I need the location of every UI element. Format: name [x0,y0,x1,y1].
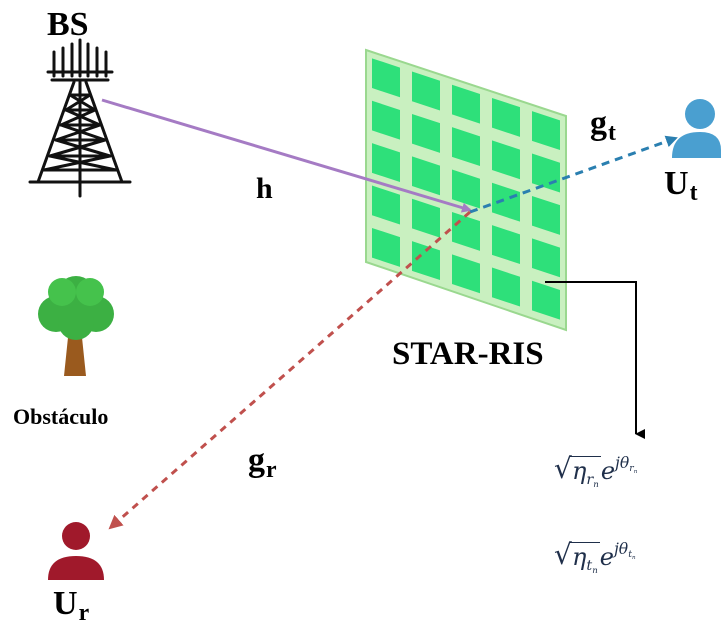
user-icon [672,99,721,158]
gt-label: gt [590,105,616,146]
ris-element [372,58,400,98]
ris-element [452,84,480,124]
tree-icon [38,276,114,376]
ris-element [532,280,560,320]
ris-element [412,113,440,153]
ris-element [452,169,480,209]
transmit-link-gt [469,135,678,214]
ris-element [492,225,520,265]
obstacle-label: Obstáculo [13,404,109,429]
user-icon [48,522,104,580]
ris-element [412,241,440,281]
reflection-coefficient: ηrnejθrn [554,452,637,490]
incident-link-h [101,98,472,213]
ris-element [372,100,400,140]
ur-sub: r [78,599,90,626]
gr-label: gr [248,442,277,483]
ur-base: U [53,585,78,622]
ris-element [492,140,520,180]
ris-element [412,198,440,238]
ris-element [532,111,560,151]
ur-label: Ur [53,585,90,626]
star-ris-panel [365,48,567,332]
bs-label: BS [47,6,89,43]
ris-element [372,227,400,267]
ut-base: U [664,165,689,202]
ut-label: Ut [664,165,698,206]
ris-element [532,238,560,278]
gr-sub: r [266,456,277,483]
ris-element [452,254,480,294]
transmission-coefficient: ηtnejθtn [554,538,636,576]
ris-element [412,71,440,111]
ris-element [372,185,400,225]
gr-base: g [248,442,265,479]
ris-element [452,127,480,167]
h-label: h [256,172,273,205]
ris-element [492,97,520,137]
ut-sub: t [689,179,698,206]
ris-element [412,156,440,196]
ris-element [532,195,560,235]
coefficient-pointer [545,281,645,439]
ris-element [372,143,400,183]
gt-base: g [590,105,607,142]
ris-element [492,182,520,222]
reflect-link-gr [108,210,471,530]
star-ris-label: STAR-RIS [392,336,544,372]
tower-icon [28,38,132,198]
ris-element [492,267,520,307]
gt-sub: t [608,119,616,146]
